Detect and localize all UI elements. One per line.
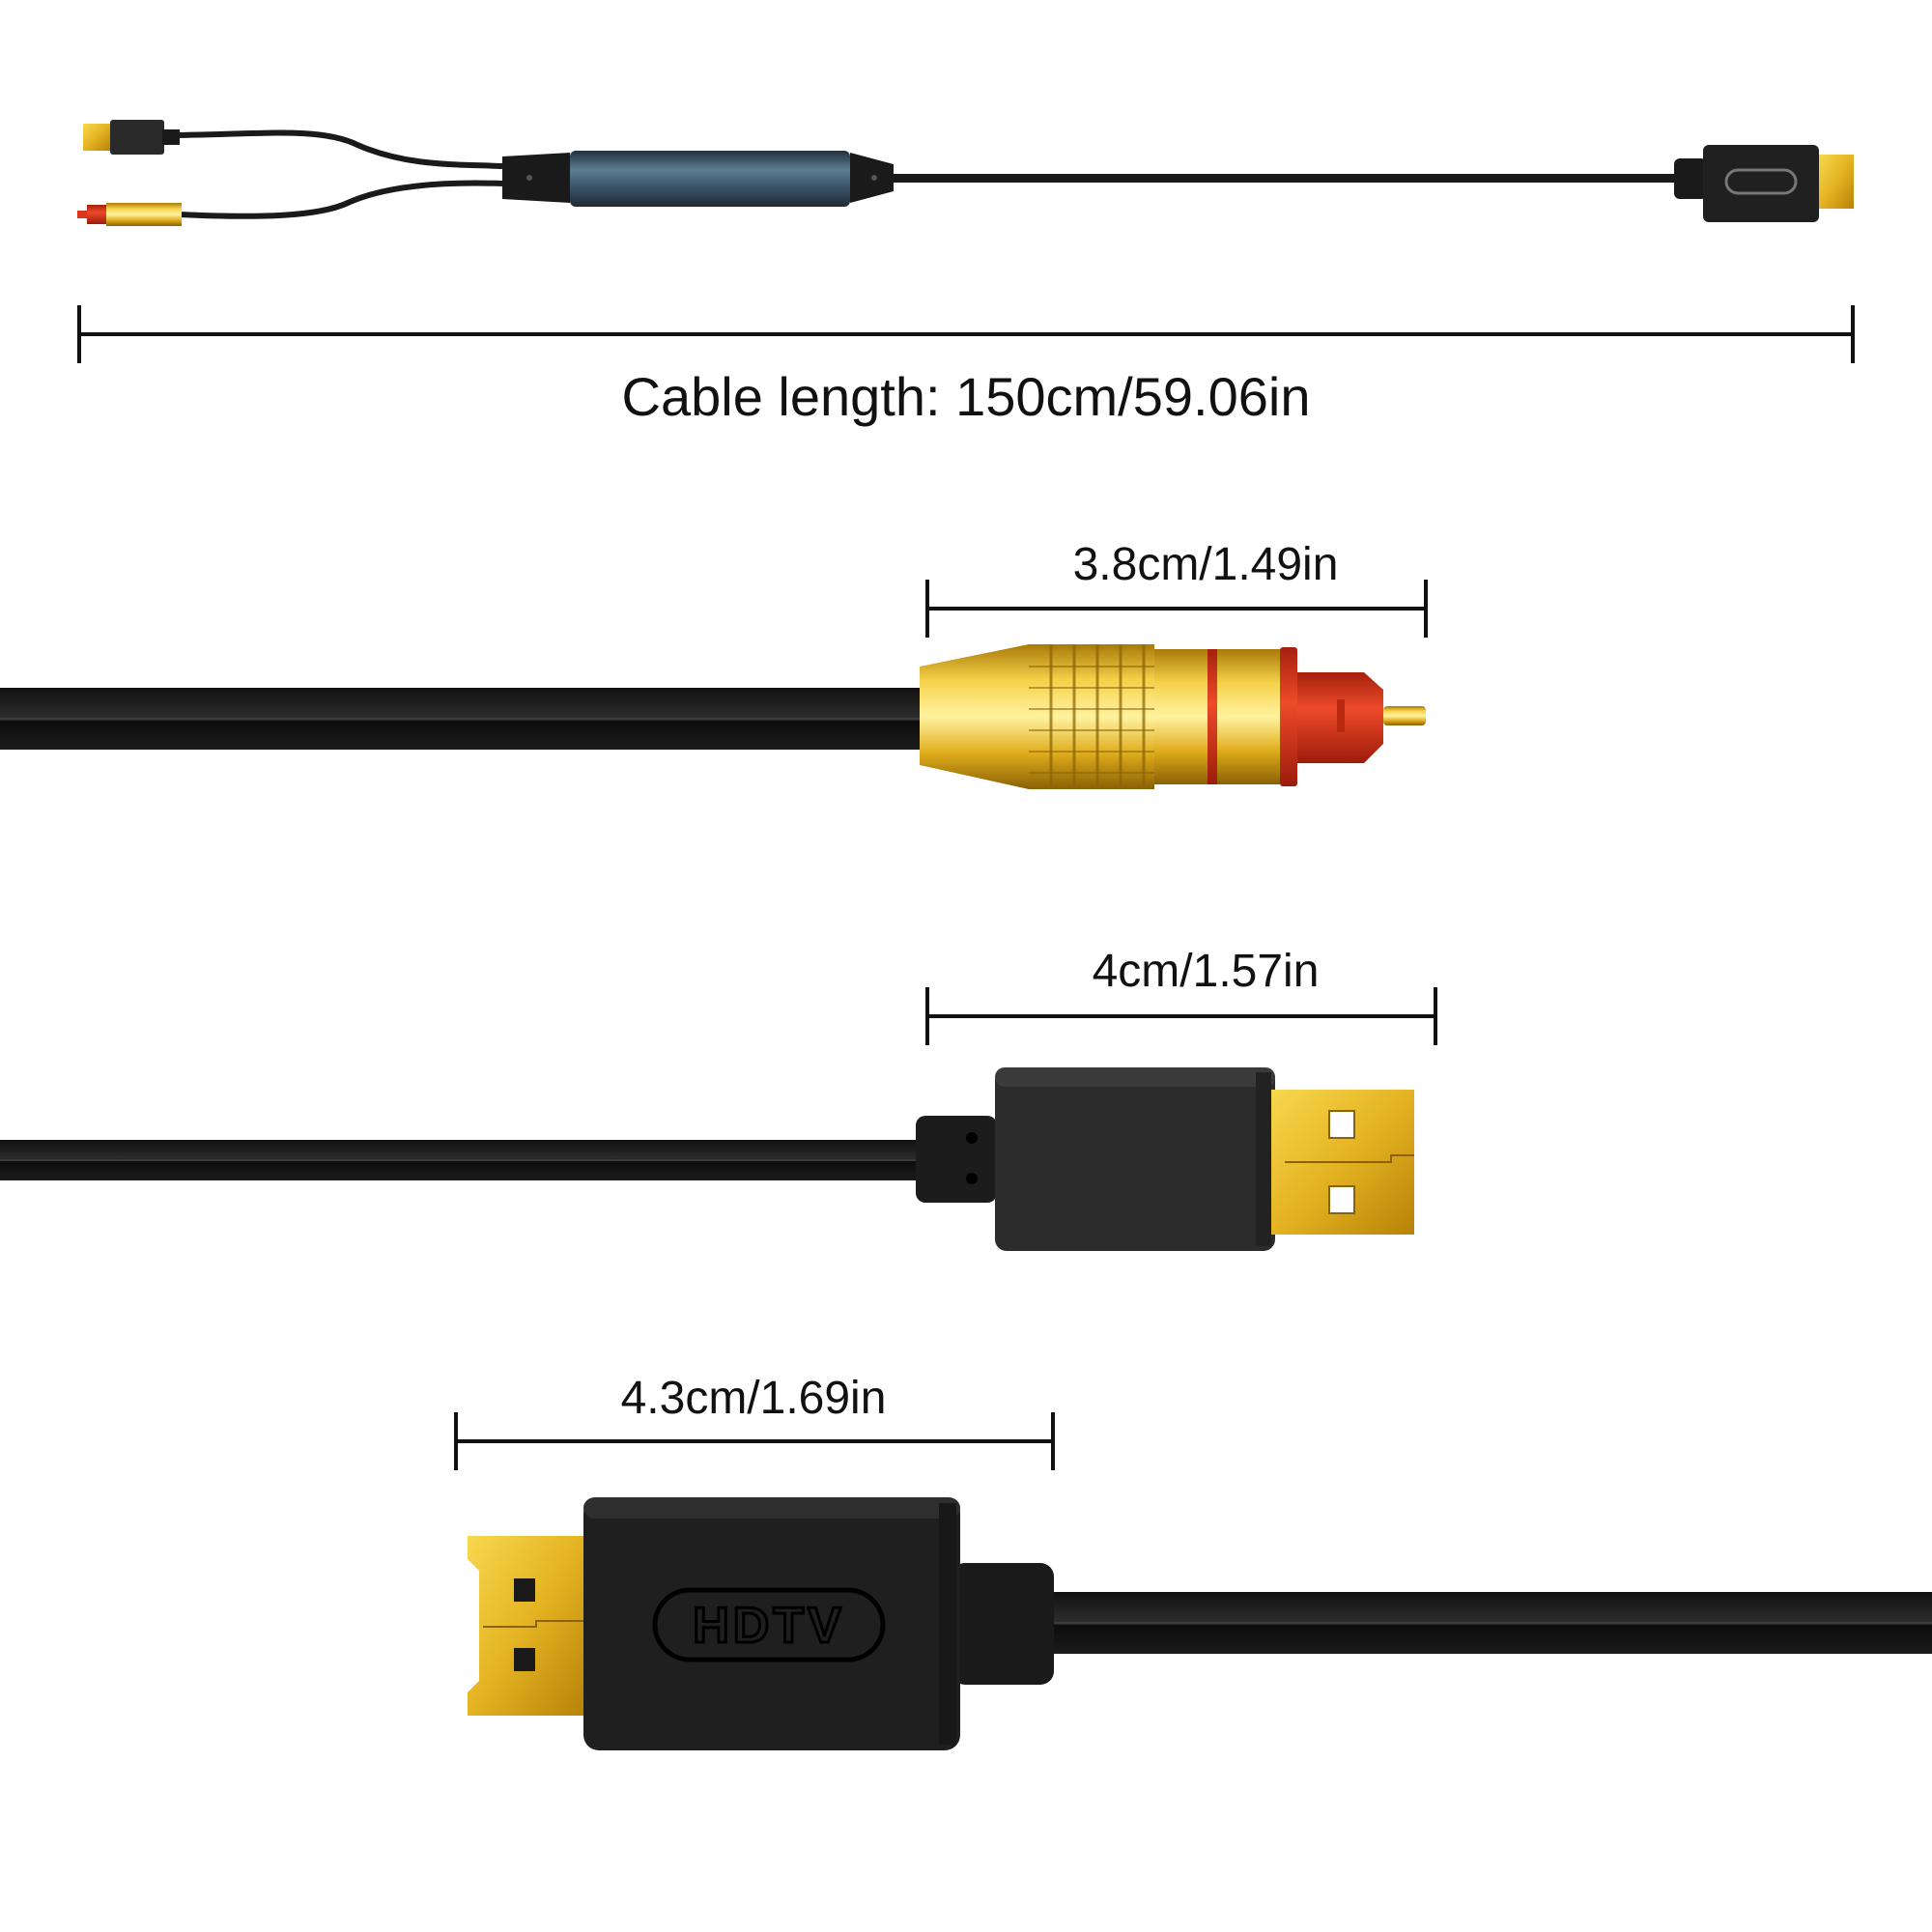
cable-overview (77, 120, 1854, 226)
mini-usb-plug (83, 120, 180, 155)
mini-hdmi-plug (1674, 145, 1854, 222)
hdmi-plug-detail: HDTV (468, 1497, 1932, 1750)
adapter-body (502, 151, 894, 207)
hdtv-logo: HDTV (693, 1598, 845, 1654)
optical-plug-detail (0, 644, 1426, 789)
usb-plug-detail (0, 1067, 1414, 1251)
hdmi-length-dimension (454, 1412, 1055, 1470)
cable-length-label: Cable length: 150cm/59.06in (621, 366, 1311, 427)
usb-length-dimension (925, 987, 1437, 1045)
hdmi-length-label: 4.3cm/1.69in (620, 1373, 887, 1424)
cable-length-dimension (77, 305, 1855, 363)
optical-length-dimension (925, 580, 1428, 638)
mini-optical-plug (77, 203, 182, 226)
main-cable (894, 174, 1676, 183)
optical-length-label: 3.8cm/1.49in (1072, 539, 1339, 590)
usb-length-label: 4cm/1.57in (1092, 946, 1320, 997)
